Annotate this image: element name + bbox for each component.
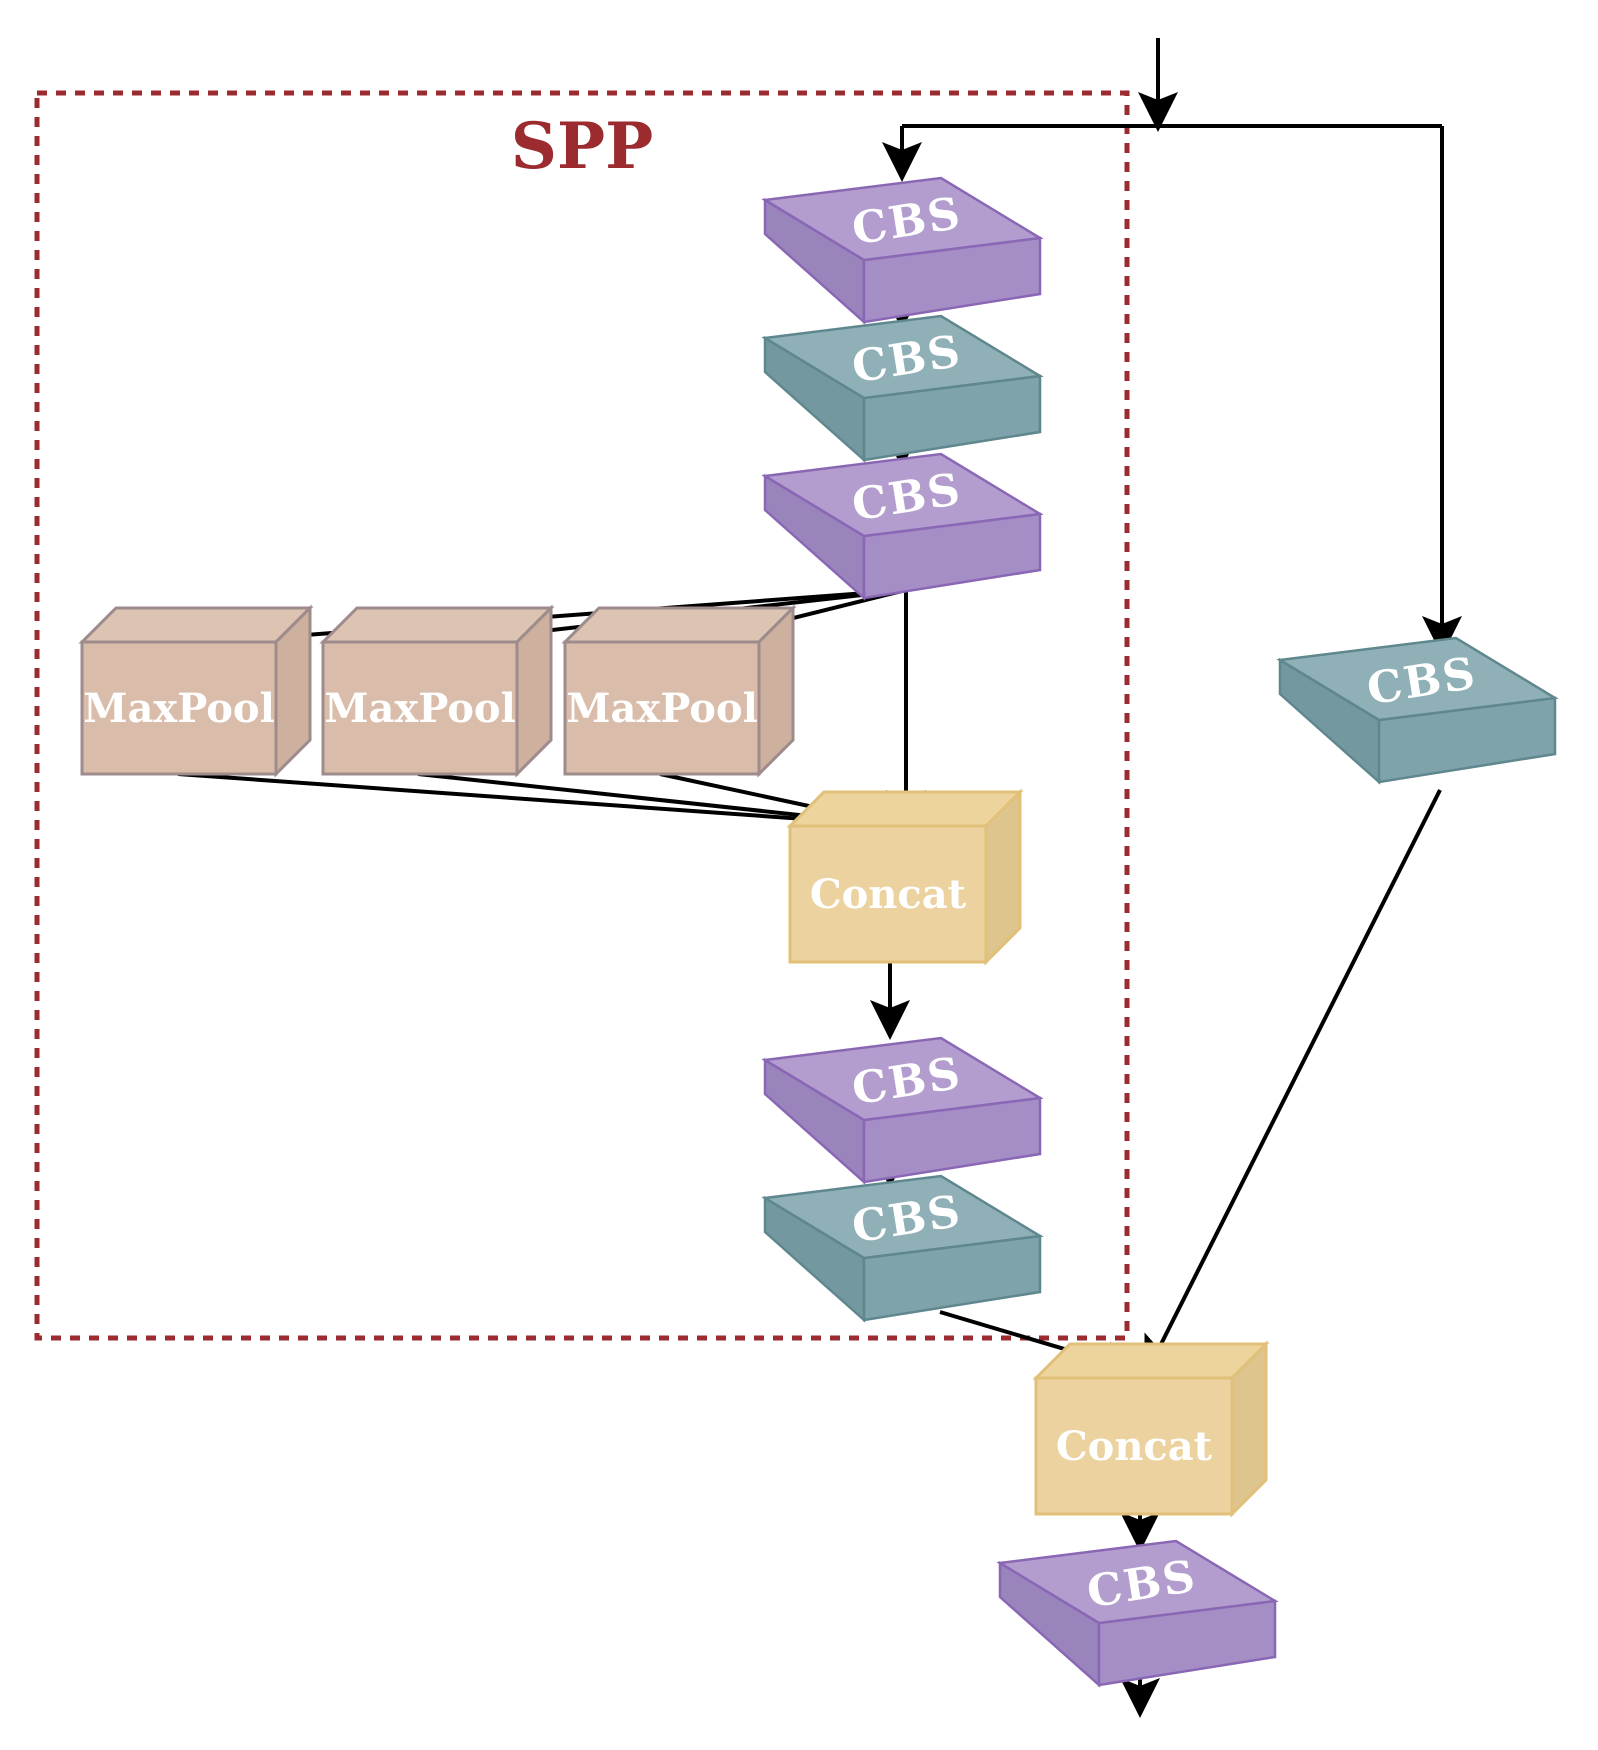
- concat-block-top-face: [1032, 1342, 1270, 1380]
- maxpool-block-maxpool1: MaxPool: [78, 604, 314, 778]
- cbs-block-cbs1: CBS: [761, 176, 1044, 325]
- spp-region-border: [34, 90, 1130, 1341]
- concat-block-label: Concat: [810, 871, 967, 918]
- concat-block-concat1: Concat: [786, 788, 1024, 966]
- cbs-block-top-face: [996, 1539, 1279, 1625]
- concat-block-concat2: Concat: [1032, 1340, 1270, 1518]
- arrow-cbs3-to-maxpool1: [204, 588, 907, 660]
- cbs-block-top-face: [761, 314, 1044, 400]
- cbs-block-cbs_out: CBS: [996, 1539, 1279, 1688]
- maxpool-block-top-face: [78, 606, 314, 644]
- cbs-block-top-face: [761, 1174, 1044, 1260]
- maxpool-block-top-face: [319, 606, 555, 644]
- concat-block-front-face: [1034, 1376, 1234, 1516]
- spp-title: SPP: [511, 109, 653, 184]
- maxpool-block-front-face: [80, 640, 278, 776]
- cbs-block-top-face: [761, 1036, 1044, 1122]
- concat-block-top-face: [786, 790, 1024, 828]
- cbs-block-cbs3: CBS: [761, 452, 1044, 601]
- maxpool-block-maxpool3: MaxPool: [561, 604, 797, 778]
- concat-block-front-face: [788, 824, 988, 964]
- maxpool-block-label: MaxPool: [324, 685, 516, 732]
- arrow-maxpool1-to-concat1: [177, 772, 910, 844]
- cbs-block-top-face: [761, 452, 1044, 538]
- cbs-block-cbs_branch: CBS: [1276, 636, 1559, 785]
- maxpool-block-front-face: [563, 640, 761, 776]
- cbs-block-cbs4: CBS: [761, 1036, 1044, 1185]
- cbs-block-cbs5: CBS: [761, 1174, 1044, 1323]
- maxpool-block-front-face: [321, 640, 519, 776]
- concat-block-label: Concat: [1056, 1423, 1213, 1470]
- arrow-cbs-branch-to-concat2: [1144, 789, 1442, 1378]
- cbs-block-top-face: [1276, 636, 1559, 722]
- maxpool-block-maxpool2: MaxPool: [319, 604, 555, 778]
- maxpool-block-top-face: [561, 606, 797, 644]
- maxpool-block-label: MaxPool: [566, 685, 758, 732]
- maxpool-block-label: MaxPool: [83, 685, 275, 732]
- cbs-block-cbs2: CBS: [761, 314, 1044, 463]
- cbs-block-top-face: [761, 176, 1044, 262]
